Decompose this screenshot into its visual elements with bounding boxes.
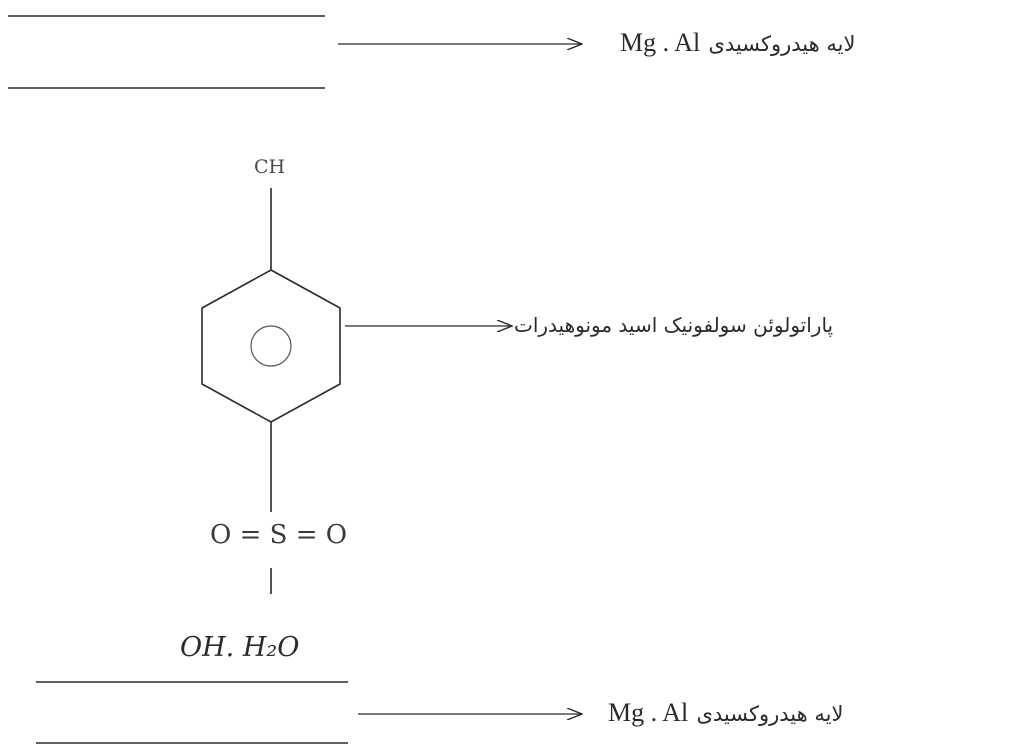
aromatic-circle [250,325,292,367]
benzene-ring [201,269,341,423]
molecule-label: پاراتولوئن سولفونیک اسید مونوهیدرات [514,313,834,337]
top-layer-formula: Mg . Al [620,28,701,57]
bottom-layer-label: Mg . Al لایه هیدروکسیدی [608,698,843,728]
bottom-layer-formula: Mg . Al [608,698,689,727]
methyl-label: CH [254,156,286,178]
sulfonyl-label: O = S = O [210,520,348,550]
bottom-layer-text: لایه هیدروکسیدی [696,702,844,726]
top-layer-label: Mg . Al لایه هیدروکسیدی [620,28,855,58]
top-layer-text: لایه هیدروکسیدی [708,32,856,56]
hydroxyl-hydrate-label: OH. H₂O [180,632,300,663]
